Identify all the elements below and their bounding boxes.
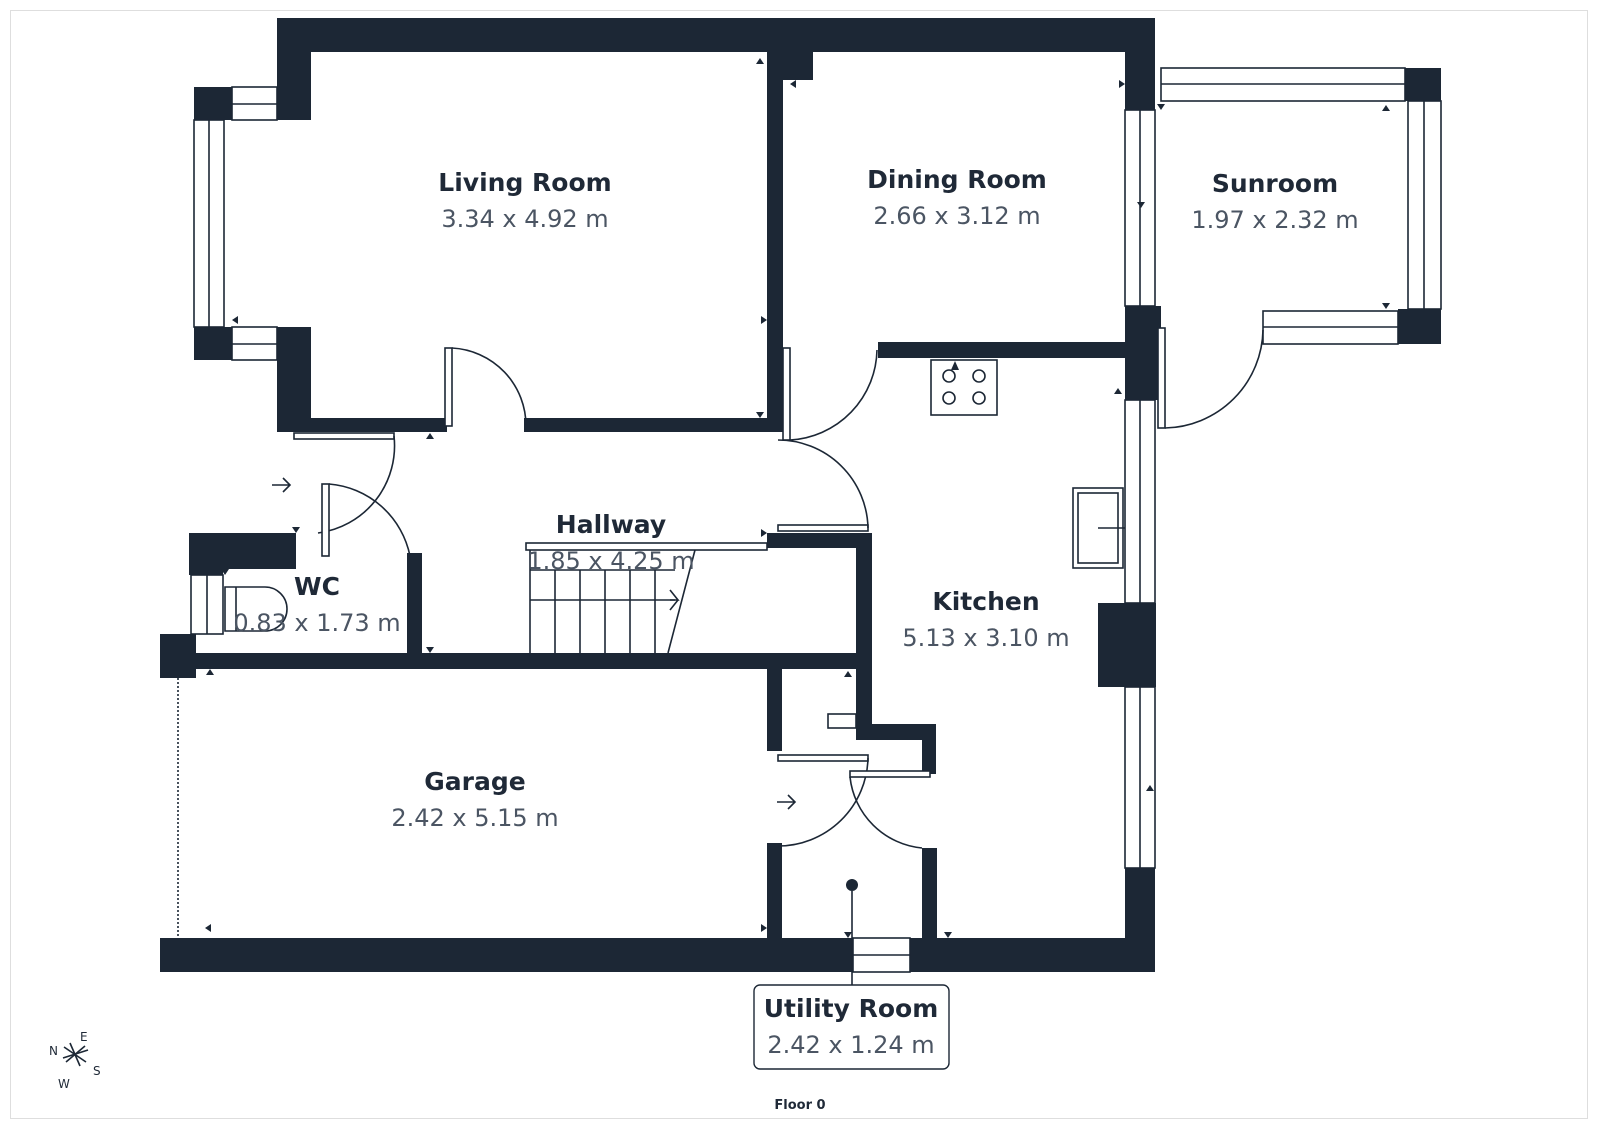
toilet-icon xyxy=(224,586,288,632)
compass-icon: N E S W xyxy=(49,1030,101,1091)
floor-label: Floor 0 xyxy=(774,1098,825,1113)
compass-s: S xyxy=(93,1064,101,1078)
windows xyxy=(177,67,1442,973)
walls xyxy=(160,18,1441,972)
wc-dims: 0.83 x 1.73 m xyxy=(233,609,400,637)
sunroom-dims: 1.97 x 2.32 m xyxy=(1191,206,1358,234)
entry-arrow-icon xyxy=(272,477,292,493)
dining-room-dims: 2.66 x 3.12 m xyxy=(873,202,1040,230)
garage-name: Garage xyxy=(424,767,525,796)
compass-n: N xyxy=(49,1044,58,1058)
room-labels: Living Room 3.34 x 4.92 m Dining Room 2.… xyxy=(233,165,1359,1070)
living-room-dims: 3.34 x 4.92 m xyxy=(441,205,608,233)
utility-room-dims: 2.42 x 1.24 m xyxy=(767,1031,934,1059)
entry-arrow-icon xyxy=(777,794,797,810)
utility-label-box xyxy=(753,984,950,1070)
hallway-name: Hallway xyxy=(556,510,666,539)
hallway-dims: 1.85 x 4.25 m xyxy=(527,547,694,575)
living-room-name: Living Room xyxy=(438,168,611,197)
garage-dims: 2.42 x 5.15 m xyxy=(391,804,558,832)
wc-name: WC xyxy=(294,572,340,601)
kitchen-dims: 5.13 x 3.10 m xyxy=(902,624,1069,652)
sunroom-name: Sunroom xyxy=(1212,169,1338,198)
fixtures xyxy=(224,359,1125,985)
compass-e: E xyxy=(80,1030,88,1044)
compass-w: W xyxy=(58,1077,70,1091)
kitchen-name: Kitchen xyxy=(932,587,1039,616)
dining-room-name: Dining Room xyxy=(867,165,1047,194)
staircase xyxy=(525,542,768,654)
utility-room-name: Utility Room xyxy=(764,994,939,1023)
meter-icon xyxy=(846,879,858,891)
hob-icon xyxy=(930,359,998,416)
doors xyxy=(293,327,1264,849)
dimension-markers xyxy=(205,58,1390,938)
